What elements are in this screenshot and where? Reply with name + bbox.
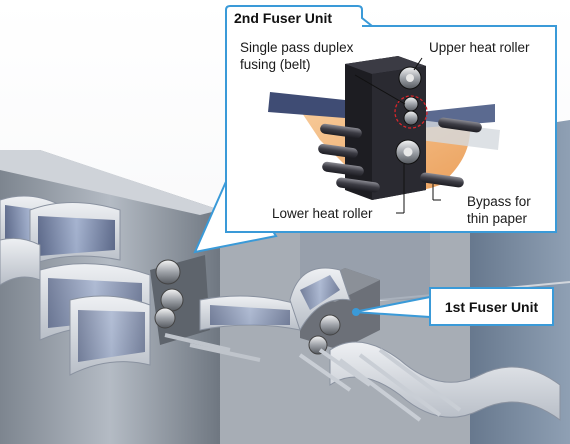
label-bypass-line1: Bypass for	[467, 194, 531, 209]
guide-rollers	[318, 117, 482, 193]
label-upper-heat-roller: Upper heat roller	[429, 40, 530, 55]
second-fuser-callout	[225, 5, 557, 233]
label-single-pass-line1: Single pass duplex	[240, 40, 354, 55]
transfer-rollers	[150, 255, 301, 362]
second-fuser-title: 2nd Fuser Unit	[234, 10, 333, 26]
exit-paper	[298, 341, 561, 422]
first-fuser-label: 1st Fuser Unit	[429, 287, 554, 326]
label-bypass-line2: thin paper	[467, 211, 528, 226]
paper-stack-left	[0, 195, 151, 376]
first-fuser-unit	[289, 267, 380, 355]
label-lower-heat-roller: Lower heat roller	[272, 206, 373, 221]
label-single-pass-line2: fusing (belt)	[240, 57, 311, 72]
